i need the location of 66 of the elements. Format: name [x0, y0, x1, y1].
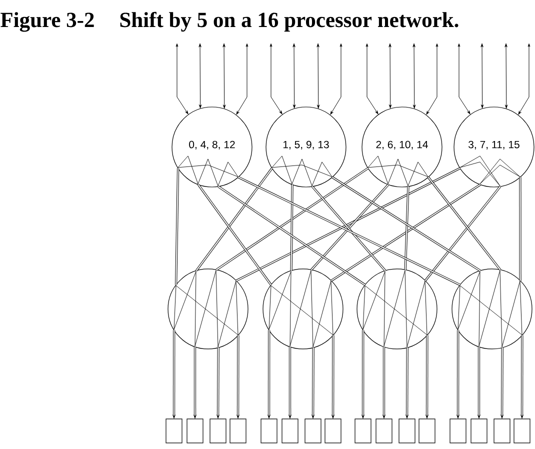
figure-number: Figure 3-2: [0, 12, 94, 32]
processor-box: [398, 418, 416, 444]
link-line: [175, 168, 180, 285]
switch-circle: [262, 268, 344, 350]
link-line: [195, 168, 273, 272]
processor-box: [470, 418, 488, 444]
processor-box: [376, 418, 392, 444]
processor-box: [514, 418, 530, 444]
double-headed-arrow: [426, 44, 438, 115]
arrow: [288, 346, 292, 418]
arrow: [216, 348, 220, 418]
arrow: [236, 335, 240, 418]
processor-box: [324, 418, 342, 444]
figure-title: Shift by 5 on a 16 processor network.: [120, 12, 458, 32]
arrow: [362, 330, 364, 418]
link-line: [427, 176, 502, 270]
arrow: [172, 330, 176, 418]
arrow: [478, 346, 480, 418]
processor-box: [186, 418, 204, 444]
processor-box: [282, 418, 298, 444]
double-headed-arrow: [176, 44, 188, 114]
double-headed-arrow: [270, 44, 282, 114]
arrow: [194, 346, 196, 418]
link-line: [197, 184, 272, 286]
link-line: [424, 186, 502, 282]
link-line: [330, 184, 481, 282]
double-headed-arrow: [330, 44, 342, 115]
arrow: [500, 348, 504, 418]
double-headed-arrow: [366, 44, 378, 114]
arrow: [456, 330, 460, 418]
double-headed-arrow: [518, 44, 530, 115]
processor-box: [494, 418, 510, 444]
double-headed-arrow: [316, 44, 320, 108]
link-line: [290, 184, 294, 271]
double-headed-arrow: [388, 44, 392, 108]
arrow: [520, 335, 524, 418]
switch-circle: [356, 268, 438, 350]
double-headed-arrow: [198, 44, 202, 108]
switch-circle: [452, 268, 532, 350]
processor-box: [230, 418, 246, 444]
arrow: [312, 348, 314, 418]
switch-circle: [168, 268, 248, 350]
arrow: [382, 346, 386, 418]
processor-box: [210, 418, 226, 444]
processor-box: [450, 418, 466, 444]
double-headed-arrow: [480, 44, 484, 108]
arrow: [426, 335, 428, 418]
processor-box: [304, 418, 322, 444]
double-headed-arrow: [222, 44, 226, 108]
link-line: [332, 176, 481, 272]
arrow: [332, 335, 334, 418]
processor-box: [260, 418, 278, 444]
double-headed-arrow: [412, 44, 416, 108]
link-line: [216, 167, 369, 271]
link-line: [404, 186, 410, 270]
link-line: [519, 177, 522, 281]
double-headed-arrow: [504, 44, 508, 108]
arrow: [268, 330, 270, 418]
double-headed-arrow: [292, 44, 296, 108]
double-headed-arrow: [236, 44, 248, 115]
link-line: [218, 186, 366, 286]
processor-box: [166, 418, 182, 444]
processor-box: [418, 418, 436, 444]
arrow: [406, 348, 408, 418]
processor-box: [354, 418, 372, 444]
double-headed-arrow: [458, 44, 470, 114]
